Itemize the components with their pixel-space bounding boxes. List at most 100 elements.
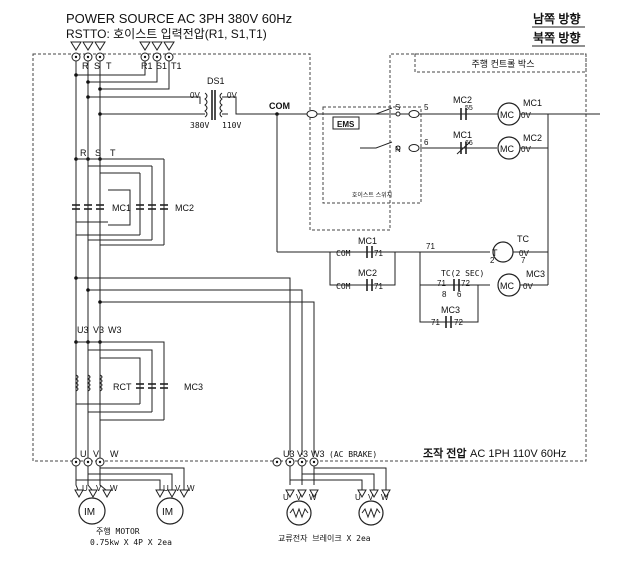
- south-direction-label: 남쪽 방향: [533, 11, 581, 26]
- terminal-block-top-left: [71, 52, 174, 62]
- mc1-71: 71: [374, 249, 383, 258]
- bottom-terminals: [71, 457, 319, 467]
- w3-label: W3: [108, 325, 122, 335]
- brake-u3-label: U3: [283, 449, 295, 459]
- arrow-icon: [163, 41, 175, 51]
- arrow-icon: [70, 41, 82, 51]
- motor-caption-1: 주행 MOTOR: [96, 526, 140, 536]
- terminal-label-t: T: [106, 61, 112, 71]
- w-label: W: [110, 449, 119, 459]
- switch-n-label: N: [395, 145, 401, 154]
- travel-motors: [74, 466, 189, 525]
- brake-1: [286, 500, 312, 526]
- main-bus-lines: [74, 61, 170, 462]
- ds1-label: DS1: [207, 76, 225, 86]
- terminal-label-t1: T1: [171, 61, 182, 71]
- terminal-label-r1: R1: [141, 61, 153, 71]
- mc3-72: 72: [454, 318, 463, 327]
- motor1-u: U: [82, 484, 88, 493]
- control-circuit: [275, 102, 549, 328]
- bus-label-t: T: [110, 148, 116, 158]
- north-direction-label: 북쪽 방향: [533, 30, 581, 45]
- mc3-0v: 0V: [523, 282, 533, 291]
- mc1-com: COM: [336, 249, 351, 258]
- mc1-coil-symbol: MC: [500, 110, 514, 120]
- mc1-interlock-label: MC1: [358, 236, 377, 246]
- motor1-im: IM: [84, 507, 95, 518]
- ds1-0v-right: 0V: [227, 91, 237, 100]
- motor-1: [78, 497, 106, 525]
- mc2-interlock-label: MC2: [358, 268, 377, 278]
- control-box-label: 주행 컨트롤 박스: [472, 58, 535, 69]
- terminal-label-r: R: [82, 61, 89, 71]
- motor2-u: U: [163, 484, 169, 493]
- brake1-w: W: [309, 493, 317, 502]
- arrow-icon: [94, 41, 106, 51]
- tc-6: 6: [457, 290, 462, 299]
- motor2-w: W: [187, 484, 195, 493]
- motor1-v: V: [96, 484, 102, 493]
- arrow-icon: [139, 41, 151, 51]
- brake-coil-icon: [289, 507, 309, 519]
- terminal-label-s1: S1: [156, 61, 167, 71]
- mc3-main-label: MC3: [184, 382, 203, 392]
- mc3-coil-symbol: MC: [500, 281, 514, 291]
- travel-control-box-tab: [414, 53, 587, 73]
- wire-71-label: 71: [426, 242, 435, 251]
- hoist-switch-label: 호이스트 스위치: [352, 191, 392, 199]
- timer-wire-2: 2: [490, 256, 495, 265]
- tc-label: TC: [517, 234, 529, 244]
- mc2-com: COM: [336, 282, 351, 291]
- contact-66: 66: [465, 140, 473, 147]
- motor-caption-2: 0.75kw X 4P X 2ea: [90, 538, 172, 547]
- bus-label-r: R: [80, 148, 87, 158]
- tc-72: 72: [461, 279, 470, 288]
- arrow-icon: [82, 41, 94, 51]
- tc-wire-7: 7: [521, 256, 526, 265]
- mc2-contact-label: MC2: [453, 95, 472, 105]
- hoist-switch-box: [322, 106, 422, 204]
- mc2-0v: 0V: [521, 145, 531, 154]
- motor2-v: V: [175, 484, 181, 493]
- ds1-110v: 110V: [222, 121, 241, 130]
- brake2-u: U: [355, 493, 361, 502]
- mc2-coil-label: MC2: [523, 133, 542, 143]
- motor-2: [156, 497, 184, 525]
- timer-coil-symbol: T: [492, 248, 498, 258]
- wire-5-label: 5: [424, 103, 429, 112]
- input-terminals: [70, 41, 175, 62]
- motor2-im: IM: [162, 507, 173, 518]
- brake-w3-label: W3: [311, 449, 325, 459]
- mc1-coil-label: MC1: [523, 98, 542, 108]
- secondary-bus: [74, 276, 315, 455]
- brake-2: [358, 500, 384, 526]
- tc-71: 71: [437, 279, 446, 288]
- mc2-coil-symbol: MC: [500, 144, 514, 154]
- com-label: COM: [269, 101, 290, 111]
- brake1-v: V: [296, 493, 302, 502]
- u3-label: U3: [77, 325, 89, 335]
- mc3-71: 71: [431, 318, 440, 327]
- mc1-0v: 0V: [521, 111, 531, 120]
- mc2-71: 71: [374, 282, 383, 291]
- switch-s-label: S: [395, 103, 400, 112]
- mc3-coil-label: MC3: [526, 269, 545, 279]
- v3-label: V3: [93, 325, 104, 335]
- hoist-input-voltage: RSTTO: 호이스트 입력전압(R1, S1,T1): [66, 27, 267, 41]
- mc1-mc2-contacts: [72, 157, 168, 246]
- mc3-contact-label: MC3: [441, 305, 460, 315]
- v-label: V: [93, 449, 99, 459]
- ac-brake-label: (AC BRAKE): [329, 450, 377, 459]
- ac-brakes: [285, 466, 391, 526]
- control-voltage-label: 조작 전압: [423, 446, 467, 460]
- bus-label-s: S: [95, 148, 101, 158]
- mc1-contact-label: MC1: [453, 130, 472, 140]
- arrow-icon: [151, 41, 163, 51]
- ds1-380v: 380V: [190, 121, 209, 130]
- brake-coil-icon: [361, 507, 381, 519]
- u-label: U: [80, 449, 87, 459]
- ds1-0v-left: 0V: [190, 91, 200, 100]
- tc-8: 8: [442, 290, 447, 299]
- brake2-v: V: [368, 493, 374, 502]
